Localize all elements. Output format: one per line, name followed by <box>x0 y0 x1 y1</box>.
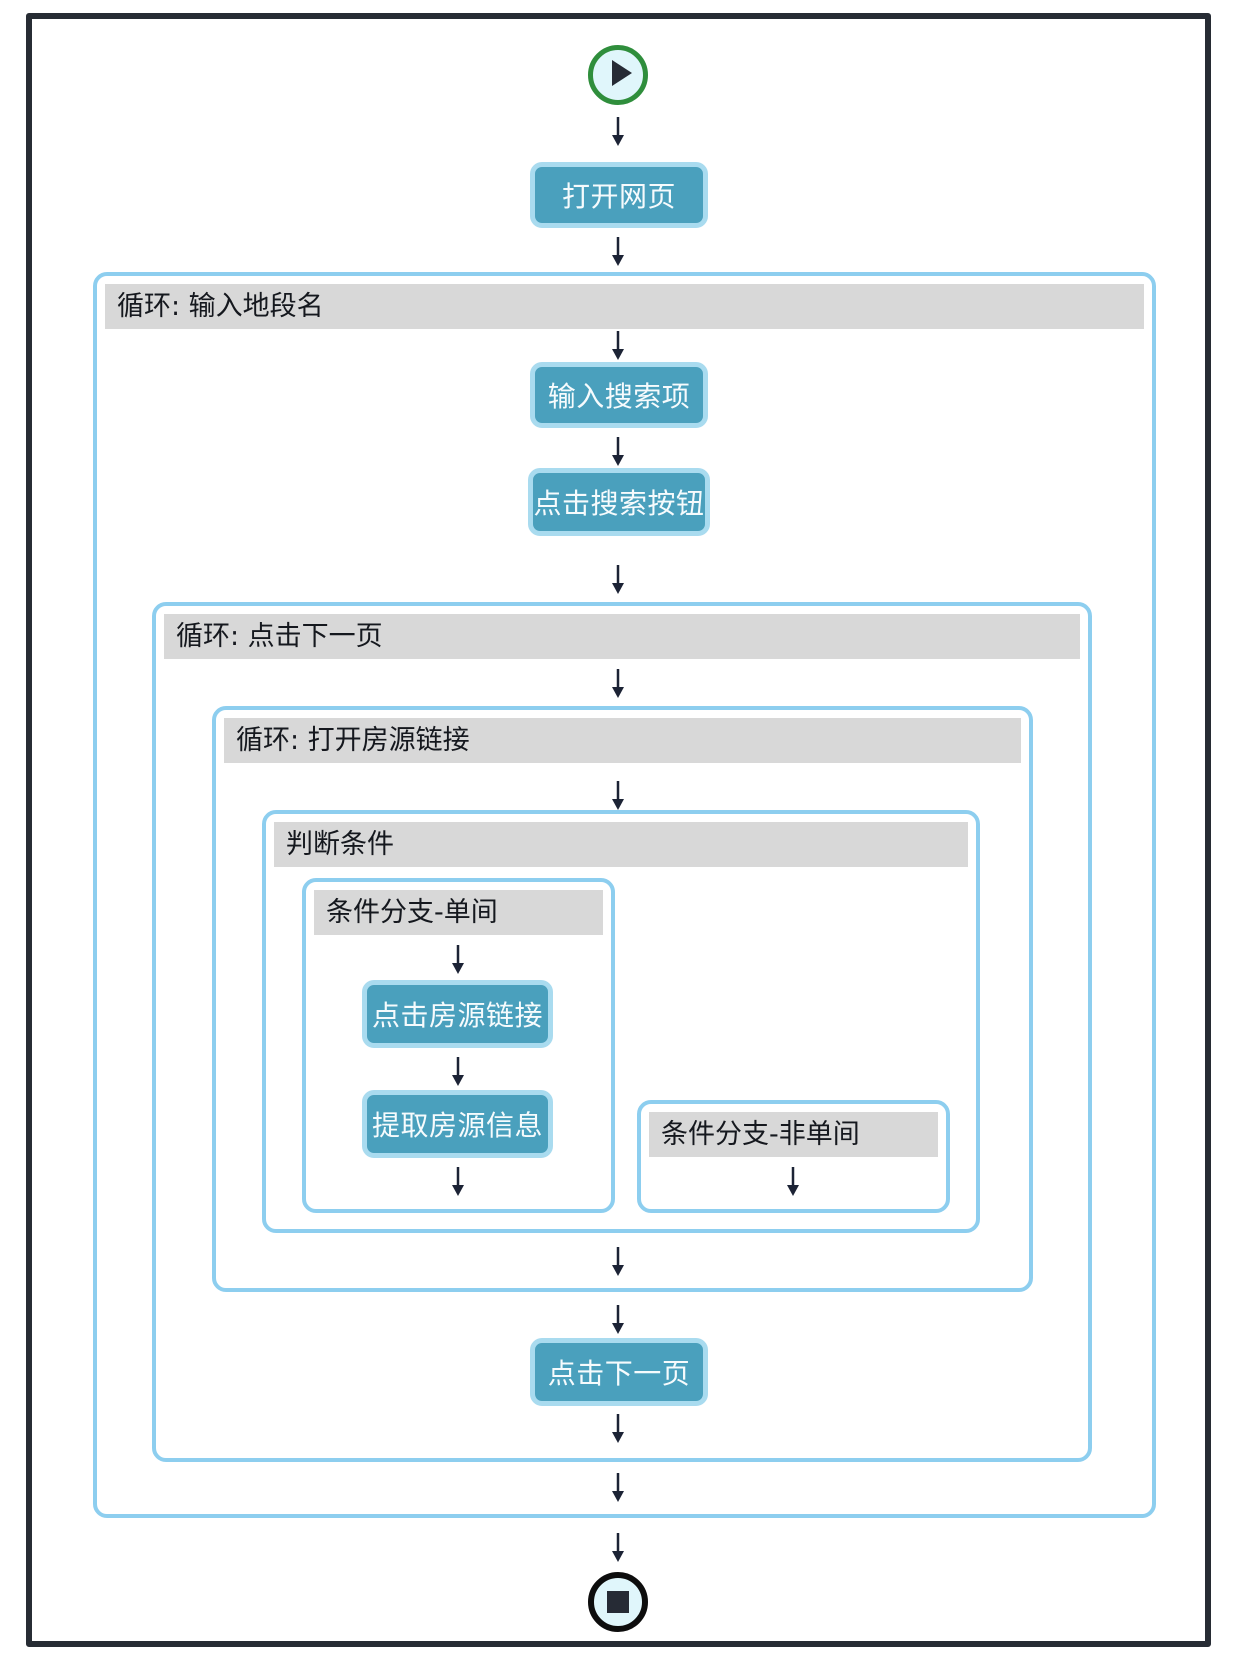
down-arrow-icon <box>610 1472 626 1502</box>
condition-header[interactable]: 判断条件 <box>274 822 968 867</box>
node-click-search-button[interactable]: 点击搜索按钮 <box>528 468 710 536</box>
branch-not-single-room-header[interactable]: 条件分支-非单间 <box>649 1112 938 1157</box>
loop-container-open-listing: 循环: 打开房源链接 判断条件 条件分支-单间 点击房源链接 <box>212 706 1033 1292</box>
down-arrow-icon <box>610 116 626 146</box>
loop-next-page-header[interactable]: 循环: 点击下一页 <box>164 614 1080 659</box>
loop-container-next-page: 循环: 点击下一页 循环: 打开房源链接 判断条件 条件分支-单间 <box>152 602 1092 1462</box>
loop-container-district: 循环: 输入地段名 输入搜索项 点击搜索按钮 循环: 点击下一页 循环: 打开房… <box>93 272 1156 1518</box>
play-icon <box>594 49 642 101</box>
branch-single-room: 条件分支-单间 点击房源链接 提取房源信息 <box>302 878 615 1213</box>
branch-not-single-room: 条件分支-非单间 <box>637 1100 950 1213</box>
down-arrow-icon <box>610 668 626 698</box>
node-extract-listing-info[interactable]: 提取房源信息 <box>362 1090 553 1158</box>
node-open-webpage[interactable]: 打开网页 <box>530 162 708 228</box>
start-node[interactable] <box>588 45 648 105</box>
down-arrow-icon <box>610 436 626 466</box>
down-arrow-icon <box>610 1246 626 1276</box>
branch-single-room-header[interactable]: 条件分支-单间 <box>314 890 603 935</box>
loop-district-header[interactable]: 循环: 输入地段名 <box>105 284 1144 329</box>
down-arrow-icon <box>610 1304 626 1334</box>
node-enter-search-term[interactable]: 输入搜索项 <box>530 362 708 428</box>
down-arrow-icon <box>450 1056 466 1086</box>
down-arrow-icon <box>450 1166 466 1196</box>
stop-icon <box>607 1591 629 1613</box>
loop-open-listing-header[interactable]: 循环: 打开房源链接 <box>224 718 1021 763</box>
down-arrow-icon <box>610 330 626 360</box>
down-arrow-icon <box>450 944 466 974</box>
node-click-next-page[interactable]: 点击下一页 <box>530 1338 708 1406</box>
node-click-listing-link[interactable]: 点击房源链接 <box>362 980 553 1048</box>
down-arrow-icon <box>610 236 626 266</box>
down-arrow-icon <box>610 564 626 594</box>
down-arrow-icon <box>610 1532 626 1562</box>
end-node[interactable] <box>588 1572 648 1632</box>
down-arrow-icon <box>610 1413 626 1443</box>
down-arrow-icon <box>610 780 626 810</box>
condition-container: 判断条件 条件分支-单间 点击房源链接 提取房源信息 <box>262 810 980 1233</box>
down-arrow-icon <box>785 1166 801 1196</box>
